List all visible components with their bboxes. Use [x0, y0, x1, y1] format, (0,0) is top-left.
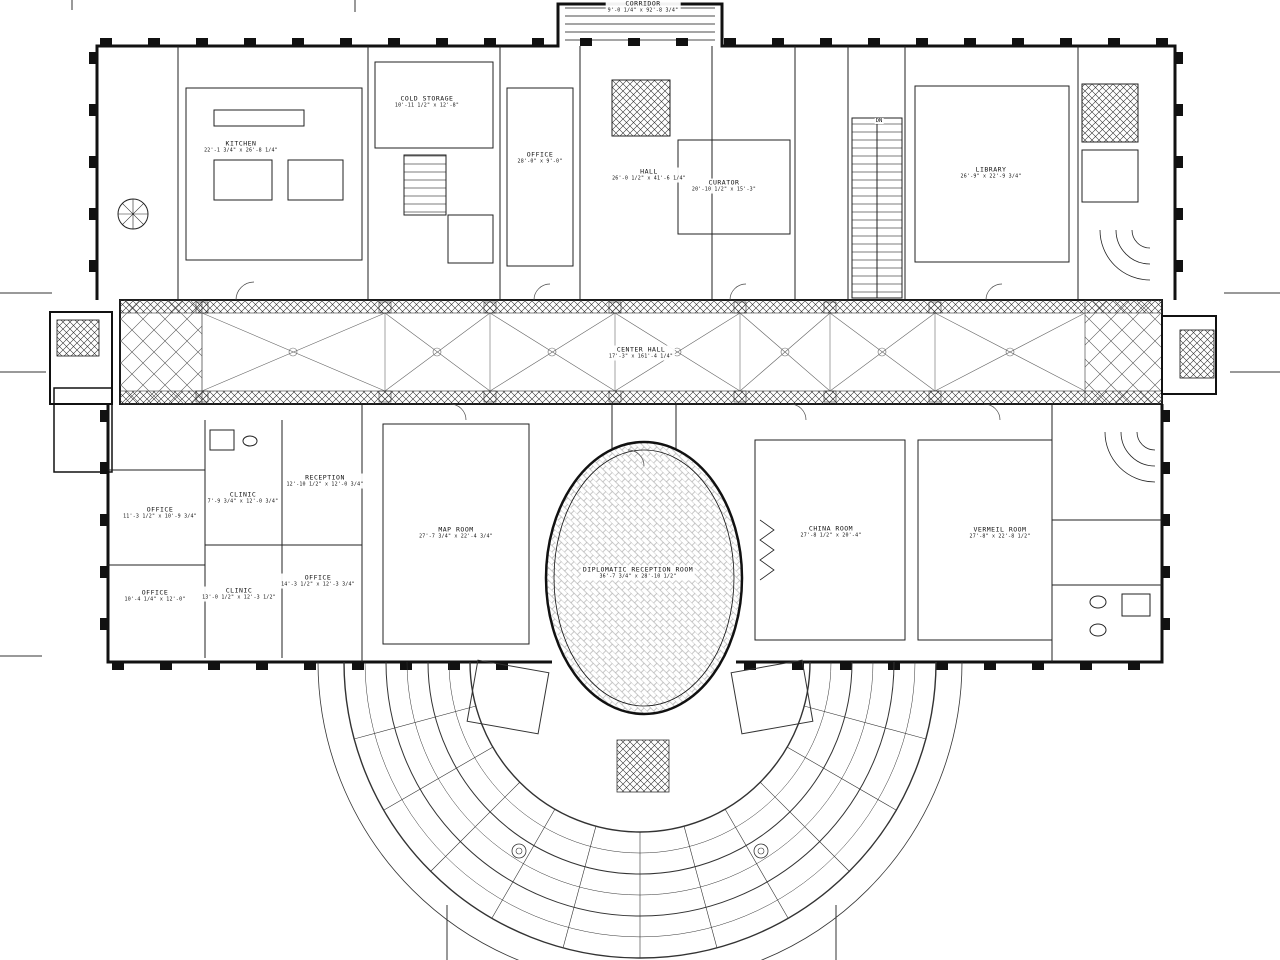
room-label-china-room: CHINA ROOM 27'-8 1/2" x 20'-4": [798, 524, 864, 540]
room-label-map-room: MAP ROOM 27'-7 3/4" x 22'-4 3/4": [417, 525, 495, 541]
south-wing-rooms: [108, 404, 1162, 662]
room-label-center-hall: CENTER HALL 17'-3" x 161'-4 1/4": [606, 345, 676, 361]
room-label-vermeil-room: VERMEIL ROOM 27'-8" x 22'-8 1/2": [967, 525, 1033, 541]
room-label-office-nw: OFFICE 28'-0" x 9'-0": [515, 150, 565, 166]
side-pavilions: [49, 311, 1217, 473]
stair-direction-label: DN: [874, 118, 884, 124]
room-label-office-west-upper: OFFICE 11'-3 1/2" x 10'-9 3/4": [121, 505, 199, 521]
room-label-office-west-lower: OFFICE 10'-4 1/4" x 12'-0": [122, 588, 188, 604]
room-label-hall: HALL 26'-0 1/2" x 41'-6 1/4": [610, 167, 688, 183]
spiral-stair-west: [117, 198, 149, 230]
door-swings: [235, 281, 1003, 467]
curved-stair-ne: [1099, 229, 1151, 281]
room-label-reception: RECEPTION 12'-10 1/2" x 12'-0 3/4": [284, 473, 366, 489]
room-label-clinic-lower: CLINIC 13'-0 1/2" x 12'-3 1/2": [200, 586, 278, 602]
room-label-cold-storage: COLD STORAGE 10'-11 1/2" x 12'-8": [392, 94, 462, 110]
room-label-library: LIBRARY 26'-9" x 22'-9 3/4": [958, 165, 1024, 181]
corridor-piers: [195, 301, 942, 403]
north-wing-rooms: [117, 46, 1151, 300]
room-label-office-center: OFFICE 14'-3 1/2" x 12'-3 3/4": [279, 573, 357, 589]
south-wing-walls: [100, 404, 1170, 670]
room-label-clinic-upper: CLINIC 7'-9 3/4" x 12'-0 3/4": [205, 490, 281, 506]
room-label-diplomatic-reception-room: DIPLOMATIC RECEPTION ROOM 36'-7 3/4" x 2…: [580, 565, 696, 581]
curved-stair-se: [1104, 431, 1156, 483]
room-label-kitchen: KITCHEN 22'-1 3/4" x 26'-8 1/4": [202, 139, 280, 155]
south-portico: [317, 659, 963, 960]
room-label-corridor: CORRIDOR 9'-0 1/4" x 92'-8 3/4": [605, 0, 681, 15]
room-label-curator: CURATOR 20'-10 1/2" x 15'-3": [689, 178, 759, 194]
